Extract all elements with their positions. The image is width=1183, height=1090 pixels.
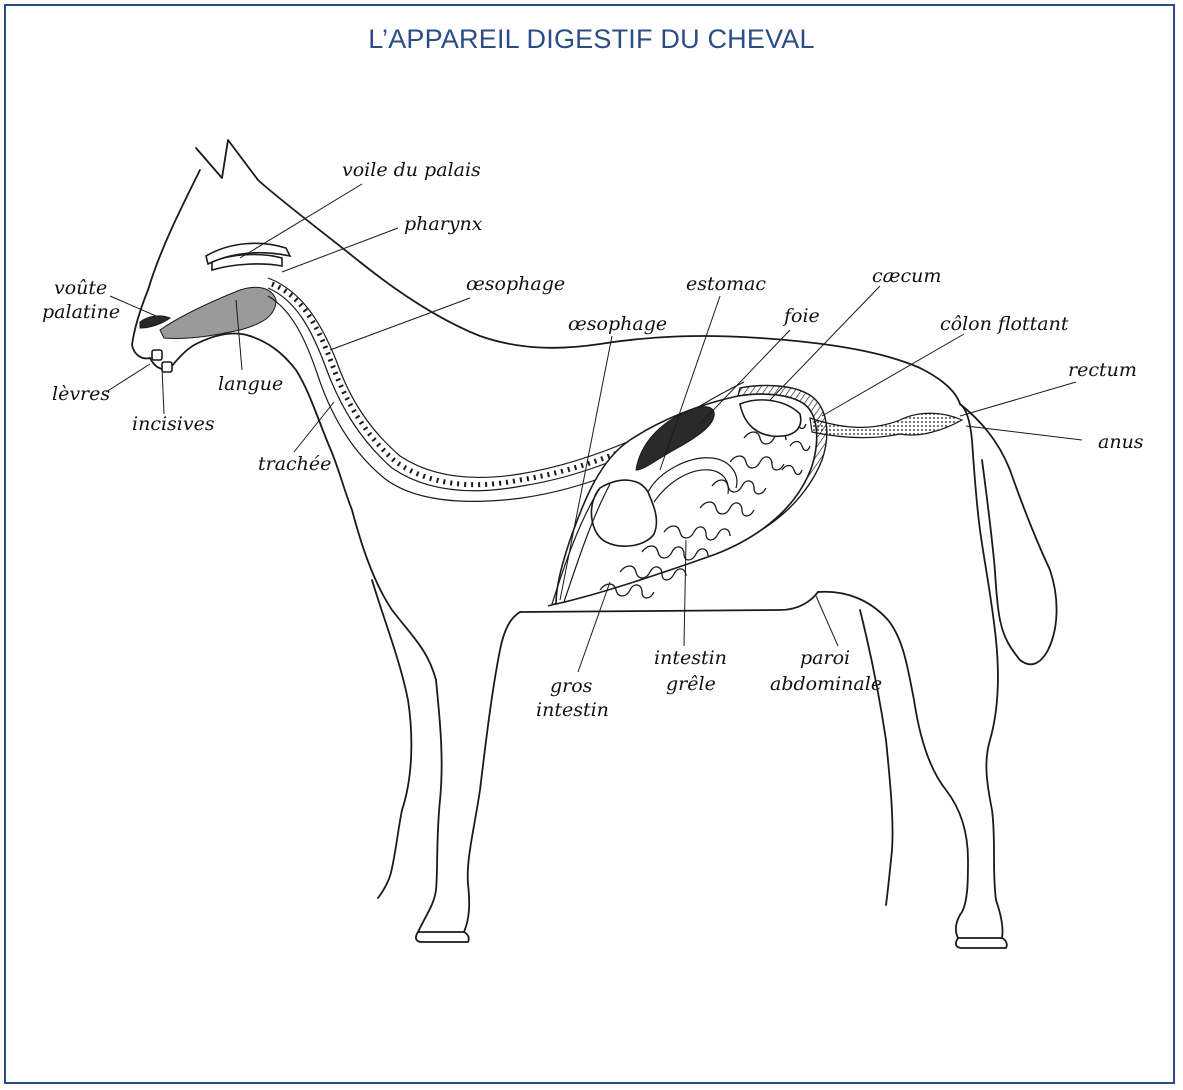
label-caecum: cæcum xyxy=(872,265,941,287)
label-incisives: incisives xyxy=(132,413,215,435)
label-anus: anus xyxy=(1098,431,1144,453)
label-trachee: trachée xyxy=(258,453,331,475)
tongue-shape xyxy=(160,287,276,338)
label-oesophage-neck: œsophage xyxy=(466,273,565,295)
head-internals xyxy=(140,243,290,372)
label-estomac: estomac xyxy=(686,273,766,295)
colon-rectum xyxy=(810,413,962,437)
label-voute-palatine-1: voûte xyxy=(54,277,107,299)
abdominal-organs xyxy=(548,386,827,606)
label-levres: lèvres xyxy=(52,383,110,405)
label-paroi-abdominale-2: abdominale xyxy=(770,673,882,695)
stomach-shape xyxy=(591,480,656,546)
label-gros-intestin-2: intestin xyxy=(536,699,609,721)
label-intestin-grele-1: intestin xyxy=(654,647,727,669)
label-pharynx: pharynx xyxy=(404,213,483,235)
label-intestin-grele-2: grêle xyxy=(666,673,716,695)
label-voute-palatine-2: palatine xyxy=(42,301,120,323)
label-rectum: rectum xyxy=(1068,359,1137,381)
label-paroi-abdominale-1: paroi xyxy=(800,647,850,669)
labels: voile du palais pharynx voûte palatine œ… xyxy=(42,159,1144,721)
label-oesophage-body: œsophage xyxy=(568,313,667,335)
label-colon-flottant: côlon flottant xyxy=(940,313,1069,335)
label-gros-intestin-1: gros xyxy=(550,675,593,697)
label-foie: foie xyxy=(782,305,820,327)
label-voile-du-palais: voile du palais xyxy=(342,159,481,181)
label-langue: langue xyxy=(218,373,283,395)
tail xyxy=(960,404,1057,664)
